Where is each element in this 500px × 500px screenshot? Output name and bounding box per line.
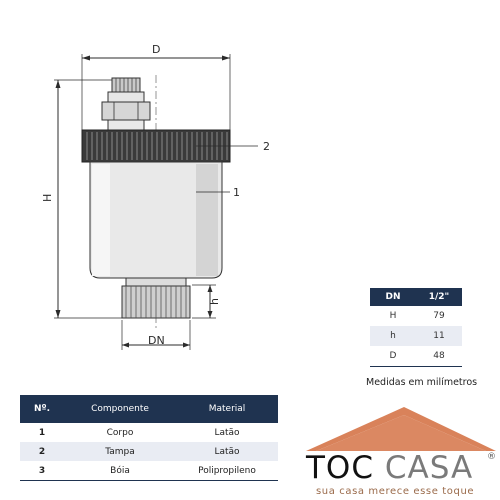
dim-label-H: H: [41, 194, 54, 202]
valve-body: [89, 161, 223, 279]
components-cell-number: 2: [20, 442, 64, 461]
dimensions-table: DN 1/2" H 79 h 11 D 48: [370, 288, 462, 367]
dimensions-cell-value: 79: [433, 311, 445, 321]
dimensions-cell-label: H: [389, 311, 397, 321]
components-header-component: Componente: [64, 395, 176, 423]
logo-toc: TOC: [306, 450, 374, 486]
dimensions-row: H 79: [370, 306, 462, 326]
callout-2: 2: [263, 140, 270, 153]
logo-slogan: sua casa merece esse toque: [316, 486, 475, 497]
components-table: Nº. Componente Material 1 Corpo Latão 2 …: [20, 395, 278, 481]
dimensions-header-row: DN 1/2": [370, 288, 462, 306]
components-cell-component: Corpo: [106, 427, 134, 438]
components-cell-number: 1: [38, 427, 46, 438]
components-cell-material: Polipropileno: [176, 461, 278, 481]
hex-nut: [101, 101, 151, 121]
components-row: 3 Bóia Polipropileno: [20, 461, 278, 481]
air-vent-valve: [81, 77, 231, 319]
dimensions-header-size: 1/2": [416, 288, 462, 306]
roof-icon: [306, 407, 496, 451]
stem-upper: [107, 91, 145, 103]
components-header-number: Nº.: [20, 395, 64, 423]
dimensions-row: D 48: [370, 346, 462, 367]
technical-drawing: D H h DN 2 1: [41, 43, 270, 350]
registered-mark: ®: [487, 452, 496, 462]
logo-casa: CASA: [384, 450, 474, 486]
dim-label-h: h: [208, 298, 221, 305]
toc-casa-logo: [306, 407, 496, 451]
components-cell-number: 3: [20, 461, 64, 481]
dimensions-cell-label: D: [370, 346, 416, 367]
logo-wordmark: TOC CASA: [306, 450, 473, 486]
components-cell-material: Latão: [214, 427, 240, 438]
valve-neck: [125, 277, 187, 287]
components-row: 1 Corpo Latão: [20, 423, 278, 442]
dimensions-cell-value: 48: [416, 346, 462, 367]
components-cell-component: Bóia: [64, 461, 176, 481]
components-header-material: Material: [176, 395, 278, 423]
components-cell-material: Latão: [176, 442, 278, 461]
dimensions-header-dn: DN: [370, 288, 416, 306]
dim-label-DN: DN: [148, 334, 165, 347]
components-row: 2 Tampa Latão: [20, 442, 278, 461]
dim-label-D: D: [152, 43, 160, 56]
components-cell-component: Tampa: [64, 442, 176, 461]
dimensions-caption: Medidas em milímetros: [366, 377, 478, 388]
dimensions-cell-label: h: [370, 326, 416, 346]
dimensions-row: h 11: [370, 326, 462, 346]
components-header-row: Nº. Componente Material: [20, 395, 278, 423]
callout-1: 1: [233, 186, 240, 199]
dimensions-cell-value: 11: [416, 326, 462, 346]
